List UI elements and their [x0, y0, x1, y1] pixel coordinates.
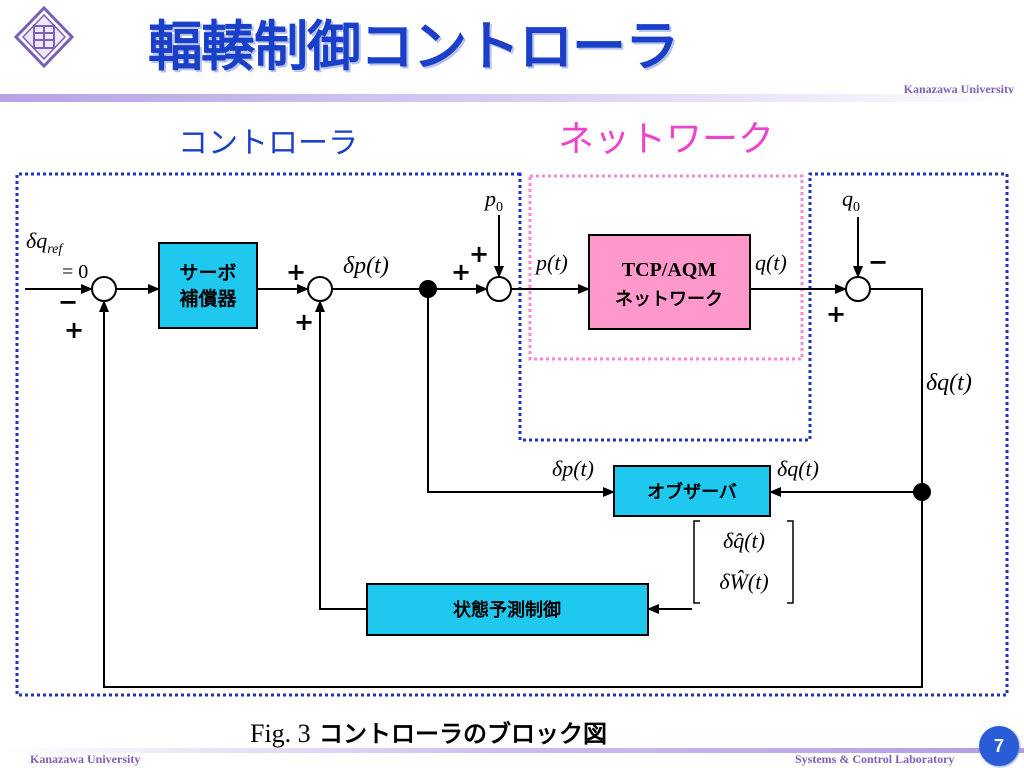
sum-junction-3: [486, 276, 512, 302]
sign-plus-j1: +: [64, 316, 84, 344]
label-ref-eq: = 0: [62, 261, 88, 283]
footer-bar: [0, 748, 1024, 753]
title-underline-bar: [0, 94, 1024, 102]
label-q0: q0: [842, 186, 860, 215]
servo-compensator-block: [158, 242, 258, 329]
sum-junction-1: [91, 276, 117, 302]
label-observer-input-p: δp(t): [552, 456, 594, 481]
sum-junction-2: [307, 276, 333, 302]
label-delta-q-ref: δqref: [26, 228, 64, 257]
label-observer-input-q: δq(t): [777, 456, 819, 481]
page-number-badge: 7: [979, 726, 1019, 766]
label-p-t: p(t): [534, 250, 568, 275]
footer-lab: Systems & Control Laboratory: [795, 752, 955, 766]
network-label-1: TCP/AQM: [622, 259, 717, 281]
footer-university: Kanazawa University: [30, 752, 141, 766]
sign-minus-j1: −: [58, 288, 78, 316]
sign-plus-j2-bottom: +: [294, 308, 314, 336]
label-delta-q-output: δq(t): [926, 370, 972, 396]
section-label-controller: コントローラ: [178, 126, 358, 161]
network-block: [588, 234, 751, 330]
section-label-network: ネットワーク: [558, 119, 775, 160]
sign-plus-j3-left: +: [451, 258, 471, 286]
figure-caption: Fig. 3 コントローラのブロック図: [250, 714, 607, 749]
network-label-2: ネットワーク: [615, 289, 723, 310]
sign-plus-j2-top: +: [286, 258, 306, 286]
label-q-t: q(t): [755, 250, 787, 275]
caption-fig-number: Fig. 3: [250, 719, 311, 748]
sign-plus-j4: +: [826, 300, 846, 328]
network-frame: [528, 174, 804, 361]
controller-frame-left: [15, 172, 1009, 697]
label-delta-p-forward: δp(t): [343, 253, 389, 279]
servo-label-1: サーボ: [179, 262, 236, 284]
university-logo: [14, 6, 74, 68]
sign-plus-j3-top: +: [469, 240, 489, 268]
state-predict-block: [366, 583, 649, 636]
label-p0: p0: [483, 186, 503, 215]
servo-label-2: 補償器: [178, 287, 237, 310]
sign-minus-j4: −: [868, 248, 888, 276]
caption-text: コントローラのブロック図: [318, 720, 607, 748]
state-predict-label: 状態予測制御: [453, 599, 561, 621]
label-w-hat: δŴ(t): [719, 569, 768, 594]
observer-label: オブザーバ: [647, 481, 737, 503]
label-q-hat: δq̂(t): [723, 528, 765, 553]
sum-junction-4: [845, 276, 871, 302]
slide-title: 輻輳制御コントローラ: [148, 15, 679, 78]
header-university: Kanazawa University: [903, 82, 1014, 96]
